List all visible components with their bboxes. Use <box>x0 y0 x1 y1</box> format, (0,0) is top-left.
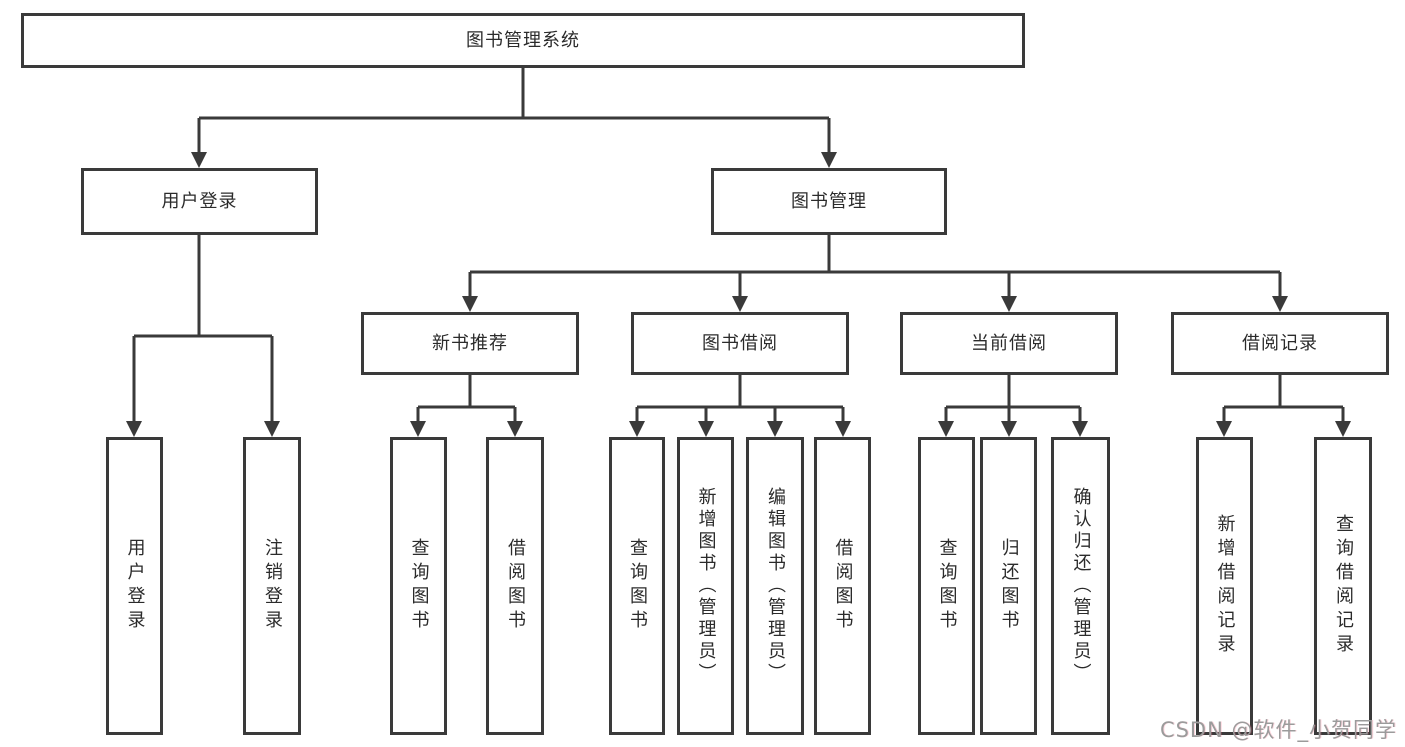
leaf-confirm-return-admin: 确认归还（管理员） <box>1051 437 1110 735</box>
node-label: 归还图书 <box>998 538 1020 634</box>
leaf-add-books-admin: 新增图书（管理员） <box>677 437 734 735</box>
node-label: 借阅记录 <box>1242 332 1318 354</box>
node-label: 图书管理系统 <box>466 29 580 51</box>
node-label: 查询借阅记录 <box>1333 514 1354 658</box>
leaf-borrow-books-recommend: 借阅图书 <box>486 437 544 735</box>
leaf-return-books: 归还图书 <box>980 437 1037 735</box>
leaf-add-borrow-record: 新增借阅记录 <box>1196 437 1253 735</box>
node-label: 新增借阅记录 <box>1214 514 1236 658</box>
node-label: 图书借阅 <box>702 332 778 354</box>
leaf-user-login: 用户登录 <box>106 437 163 735</box>
node-label: 确认归还（管理员） <box>1070 487 1092 685</box>
node-label: 新增图书（管理员） <box>695 487 717 685</box>
leaf-query-borrow-record: 查询借阅记录 <box>1314 437 1372 735</box>
node-library-management-system: 图书管理系统 <box>21 13 1025 68</box>
csdn-watermark: CSDN @软件_小贺同学 <box>1159 718 1397 742</box>
node-book-borrowing: 图书借阅 <box>631 312 849 375</box>
node-borrowing-records: 借阅记录 <box>1171 312 1389 375</box>
leaf-borrow-books: 借阅图书 <box>814 437 871 735</box>
leaf-edit-books-admin: 编辑图书（管理员） <box>746 437 804 735</box>
node-label: 用户登录 <box>124 538 146 634</box>
node-label: 图书管理 <box>791 190 867 212</box>
leaf-query-books-current: 查询图书 <box>918 437 975 735</box>
node-label: 借阅图书 <box>832 538 854 634</box>
node-label: 注销登录 <box>262 538 283 634</box>
leaf-query-books-recommend: 查询图书 <box>390 437 447 735</box>
node-label: 借阅图书 <box>505 538 526 634</box>
node-label: 用户登录 <box>161 190 238 212</box>
node-label: 编辑图书（管理员） <box>765 487 786 685</box>
leaf-query-books-borrowing: 查询图书 <box>609 437 665 735</box>
node-label: 查询图书 <box>627 538 648 634</box>
node-new-book-recommendation: 新书推荐 <box>361 312 579 375</box>
node-current-borrowing: 当前借阅 <box>900 312 1118 375</box>
node-label: 查询图书 <box>936 538 958 634</box>
node-label: 新书推荐 <box>432 332 508 354</box>
node-user-login-branch: 用户登录 <box>81 168 318 235</box>
node-label: 查询图书 <box>408 538 430 634</box>
node-book-management-branch: 图书管理 <box>711 168 947 235</box>
node-label: 当前借阅 <box>971 332 1047 354</box>
leaf-logout: 注销登录 <box>243 437 301 735</box>
